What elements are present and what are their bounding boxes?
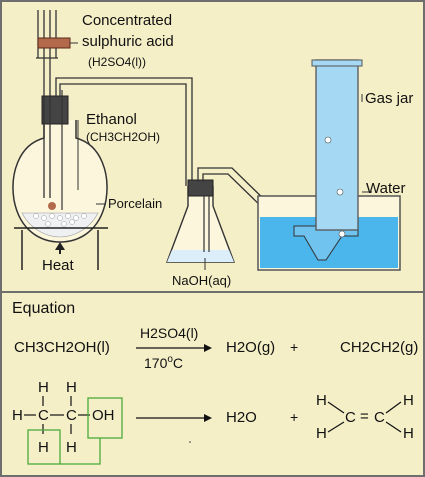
atom-c: C	[345, 409, 356, 426]
atom-h: H	[12, 407, 23, 424]
structural-arrowhead	[204, 414, 212, 422]
reactant-formula: CH3CH2OH(l)	[14, 339, 110, 356]
product-water-formula: H2O(g)	[226, 339, 275, 356]
gas-bubble	[324, 136, 332, 144]
oh-highlight-box	[87, 397, 123, 439]
atom-h: H	[38, 379, 49, 396]
porcelain-chips	[21, 212, 99, 238]
atom-h: H	[316, 425, 327, 442]
atom-h: H	[38, 439, 49, 456]
atom-h: H	[66, 439, 77, 456]
h-highlight-box	[27, 429, 61, 465]
plus-sign: +	[290, 339, 298, 355]
gas-bubble	[336, 188, 344, 196]
atom-h: H	[403, 425, 414, 442]
acid-formula: (H2SO4(l))	[88, 55, 146, 69]
reaction-arrowhead	[204, 344, 212, 352]
hydroxyl-group: OH	[92, 407, 115, 424]
gas-jar	[311, 59, 363, 238]
water-label: Water	[366, 180, 405, 197]
acid-label-line1: Concentrated	[82, 12, 172, 29]
gas-bubble	[338, 230, 346, 238]
ethanol-structure: H H H C C OH H H	[12, 379, 123, 465]
temperature-unit: C	[173, 355, 183, 371]
delivery-tube-1	[55, 77, 193, 186]
catalyst-label: H2SO4(l)	[140, 325, 198, 341]
atom-h: H	[66, 379, 77, 396]
heat-arrow	[55, 242, 65, 250]
ethanol-label: Ethanol	[86, 111, 137, 128]
naoh-solution	[167, 250, 234, 262]
heat-label: Heat	[42, 257, 75, 274]
degree-sign: o	[167, 354, 173, 365]
equation-heading: Equation	[12, 300, 75, 317]
boiling-chip	[48, 202, 56, 210]
double-bond: =	[360, 408, 369, 425]
atom-c: C	[374, 409, 385, 426]
atom-c: C	[38, 407, 49, 424]
tripod-stand	[14, 227, 108, 270]
water-product: H2O	[226, 409, 257, 426]
conical-flask	[165, 179, 236, 263]
atom-h: H	[403, 392, 414, 409]
elimination-connector	[60, 438, 101, 465]
acid-label-line2: sulphuric acid	[82, 33, 174, 50]
temperature-value: 170	[144, 355, 168, 371]
atom-c: C	[66, 407, 77, 424]
gas-jar-label: Gas jar	[365, 90, 413, 107]
acid-tap	[37, 37, 71, 49]
ethanol-formula: (CH3CH2OH)	[86, 130, 160, 144]
naoh-label: NaOH(aq)	[172, 273, 231, 288]
round-bottom-flask	[12, 120, 108, 243]
product-ethene-formula: CH2CH2(g)	[340, 339, 418, 356]
temperature-label: 170oC	[144, 354, 183, 371]
flask-stopper	[41, 95, 69, 125]
atom-h: H	[316, 392, 327, 409]
plus-sign: +	[290, 409, 298, 425]
porcelain-label: Porcelain	[108, 196, 162, 211]
stray-dot	[189, 441, 191, 443]
ethene-structure: H H C = C H H	[316, 392, 414, 442]
flask2-stopper	[187, 179, 214, 197]
